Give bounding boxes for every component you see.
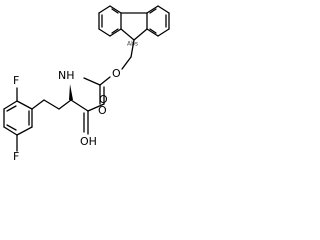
stereo-wedge-bond <box>69 84 73 100</box>
bond <box>133 28 148 41</box>
bond <box>3 126 18 136</box>
carbamate-carbonyl-oxygen-label: O <box>98 104 107 117</box>
bond <box>98 28 111 37</box>
bond <box>109 5 122 14</box>
double-bond <box>6 124 17 131</box>
fluorine-top-label: F <box>13 74 19 87</box>
bond <box>87 103 105 112</box>
bond <box>109 28 122 37</box>
amino-acid-backbone <box>31 84 105 135</box>
fluorine-bottom-label: F <box>13 150 19 163</box>
difluorophenyl-ring <box>3 87 33 152</box>
acid-hydroxyl-label: OH <box>80 135 97 148</box>
bond <box>157 28 170 37</box>
bond <box>99 76 111 86</box>
bond <box>98 5 111 14</box>
chemical-structure-diagram: Abs O O NH O OH <box>3 5 170 163</box>
bond <box>157 5 170 14</box>
double-bond <box>6 105 17 112</box>
bond <box>43 99 60 110</box>
double-bond <box>149 28 157 34</box>
bond <box>146 28 159 37</box>
bond <box>58 99 72 110</box>
bond <box>31 99 45 110</box>
double-bond <box>111 8 119 14</box>
ether-oxygen-label: O <box>112 67 121 80</box>
fmoc-linker <box>83 39 135 105</box>
bond <box>16 100 33 110</box>
bond <box>120 28 135 41</box>
double-bond <box>149 8 157 14</box>
bond <box>130 39 135 58</box>
bond <box>83 77 101 86</box>
acid-carbonyl-oxygen-label: O <box>99 93 108 106</box>
abs-stereo-label: Abs <box>127 41 138 48</box>
bond <box>70 99 89 112</box>
amine-nh-label: NH <box>58 69 75 82</box>
double-bond <box>111 28 119 34</box>
bond <box>121 56 132 70</box>
bond <box>146 5 159 14</box>
fluorene-group <box>98 5 170 41</box>
bond <box>3 100 18 110</box>
bond <box>16 126 33 136</box>
